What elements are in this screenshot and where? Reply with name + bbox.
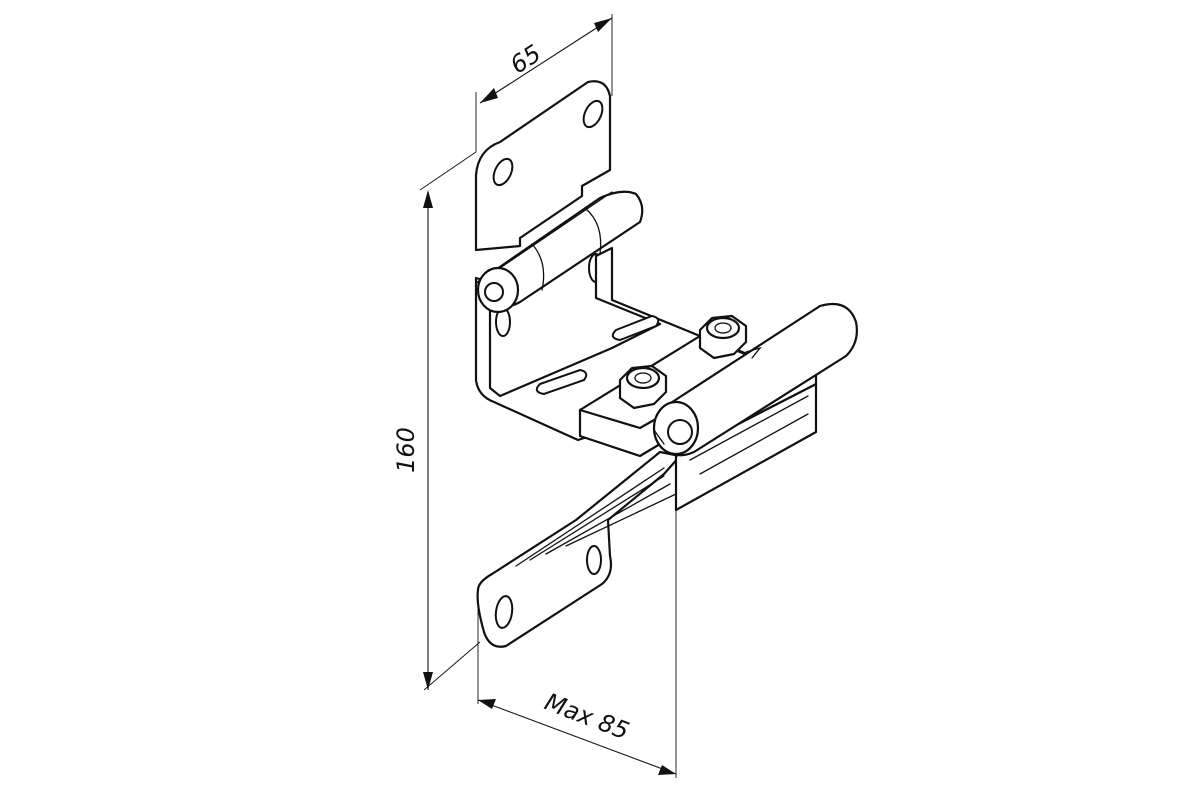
arm-slot-1 bbox=[494, 595, 514, 629]
barrel-pin-hole bbox=[484, 282, 504, 302]
height-label: 160 bbox=[392, 427, 420, 473]
leaf-slot-2 bbox=[492, 157, 514, 187]
width-label: 65 bbox=[505, 39, 546, 79]
hex-nut-left bbox=[618, 364, 668, 410]
bracket-slot-2 bbox=[535, 368, 588, 396]
depth-label: Max 85 bbox=[541, 688, 633, 746]
arm-slot-2 bbox=[586, 545, 602, 575]
bracket-slot-3 bbox=[611, 314, 660, 342]
upper-hinge-barrel bbox=[476, 190, 644, 314]
lower-hinge-barrel bbox=[652, 302, 858, 457]
dimension-height-160: 160 bbox=[392, 151, 481, 691]
lower-arm bbox=[476, 450, 682, 648]
hex-nut-right bbox=[698, 314, 748, 360]
leaf-slot-1 bbox=[582, 99, 604, 129]
lower-barrel-pin-hole bbox=[667, 419, 693, 445]
